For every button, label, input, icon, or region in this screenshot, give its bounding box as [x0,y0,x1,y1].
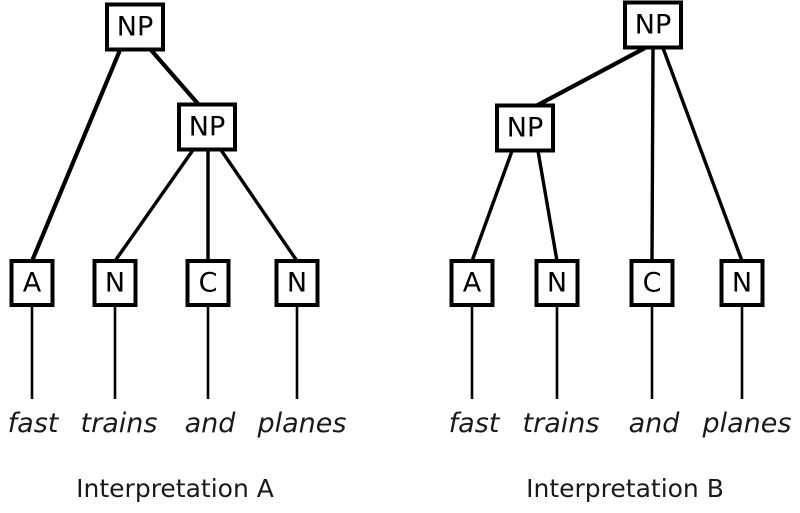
terminal-word-fast: fast [449,408,501,439]
node-box [274,259,320,307]
terminal-word-planes: planes [702,408,792,439]
node-box [534,259,580,307]
terminal-word-and: and [185,408,237,439]
node-box [629,259,675,307]
terminal-word-trains: trains [523,408,600,439]
node-label: A [463,268,482,299]
node-label: C [199,268,218,299]
tree-node-root-np[interactable]: NP [105,2,165,52]
node-box [92,259,138,307]
tree-node-term_n1-n[interactable]: N [92,259,138,307]
tree-node-inner-np[interactable]: NP [177,102,237,152]
node-label: NP [189,112,225,143]
tree-node-term_a-a[interactable]: A [449,259,495,307]
terminal-word-planes: planes [257,408,347,439]
edge-group [470,46,744,262]
tree-edge-inner-to-term_a [470,150,514,262]
node-box [105,2,165,52]
terminal-word-trains: trains [81,408,158,439]
leaf-stem-group [470,305,744,399]
node-box [623,0,683,50]
terminal-word-fast: fast [8,408,60,439]
tree-edge-root-to-inner [535,46,646,108]
node-box [9,259,55,307]
word-group: fast trains and planes [449,408,792,439]
tree-node-term_a-a[interactable]: A [9,259,55,307]
tree-node-term_c-c[interactable]: C [185,259,231,307]
tree-node-term_n2-n[interactable]: N [274,259,320,307]
node-label: NP [507,113,543,144]
node-label: N [105,268,125,299]
node-label: NP [117,12,153,43]
node-group: NP NP A N C N [9,2,320,307]
edge-group [30,48,299,262]
tree-edge-inner-to-term_n1 [536,150,559,262]
node-group: NP NP A N C N [449,0,765,307]
node-box [177,102,237,152]
tree-node-term_n2-n[interactable]: N [719,259,765,307]
node-box [185,259,231,307]
node-label: N [732,268,752,299]
word-group: fast trains and planes [8,408,347,439]
node-label: N [547,268,567,299]
tree-node-root-np[interactable]: NP [623,0,683,50]
tree-caption-tree-a: Interpretation A [76,474,274,503]
tree-node-term_n1-n[interactable]: N [534,259,580,307]
tree-node-term_c-c[interactable]: C [629,259,675,307]
node-label: A [23,268,42,299]
tree-edge-root-to-term_a [30,49,122,262]
leaf-stem-group [30,305,299,399]
tree-edge-root-to-inner [149,48,201,107]
node-box [495,103,555,153]
tree-caption-tree-b: Interpretation B [526,474,724,503]
node-label: C [643,268,662,299]
tree-edge-inner-to-term_n1 [113,149,195,262]
tree-edge-root-to-term_n2 [661,47,744,262]
tree-edge-root-to-term_c [650,47,655,262]
node-label: NP [635,10,671,41]
node-box [719,259,765,307]
terminal-word-and: and [629,408,681,439]
tree-node-inner-np[interactable]: NP [495,103,555,153]
tree-edge-inner-to-term_n2 [219,149,299,262]
node-box [449,259,495,307]
node-label: N [287,268,307,299]
